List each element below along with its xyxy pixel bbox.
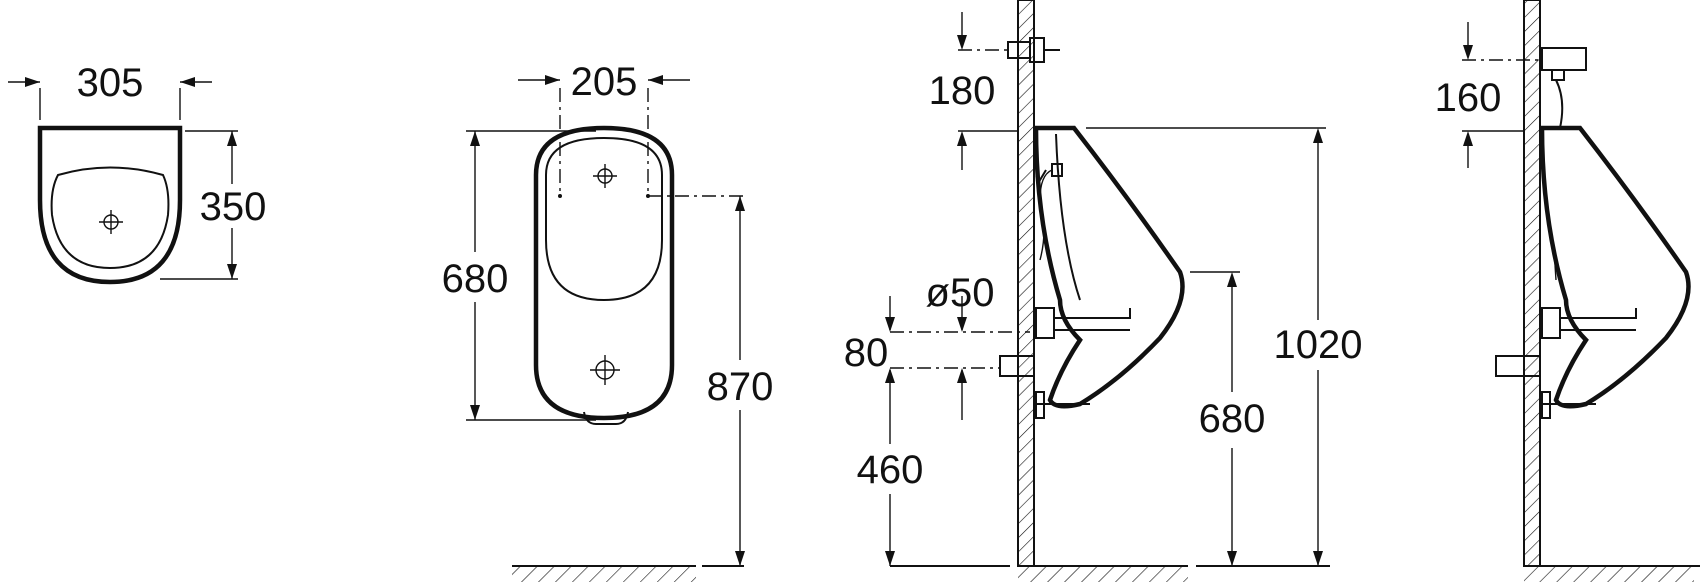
wall-hatch-icon (1017, 0, 1035, 567)
side-a-outlet-span-label: 80 (844, 331, 889, 375)
side-a-outlet-diameter-label: ø50 (926, 271, 995, 315)
arrowhead-icon (1463, 131, 1473, 146)
arrowhead-icon (957, 317, 967, 332)
top-view-outline (37, 125, 183, 285)
top-view-depth-label: 350 (200, 185, 267, 229)
side-a-top-height-label: 1020 (1274, 323, 1363, 367)
top-view-bowl (50, 166, 170, 270)
arrowhead-icon (1313, 551, 1323, 566)
floor-hatch-icon (512, 566, 696, 582)
wall-hatch-icon (1523, 0, 1541, 567)
arrowhead-icon (470, 405, 480, 420)
side-view-a: 180 ø50 80 460 680 1020 (844, 0, 1363, 582)
side-a-outlet-height-label: 460 (857, 448, 924, 492)
front-view-bowl (545, 136, 663, 302)
side-a-rim-height-label: 680 (1199, 397, 1266, 441)
side-view-b: 160 (1435, 0, 1700, 582)
floor-hatch-icon (1018, 566, 1188, 582)
side-b-inlet-offset-label: 160 (1435, 76, 1502, 120)
arrowhead-icon (885, 368, 895, 383)
centre-mark-icon (99, 210, 123, 234)
arrowhead-icon (1463, 45, 1473, 60)
top-view-width-label: 305 (77, 61, 144, 105)
floor-hatch-icon (1524, 566, 1694, 582)
arrowhead-icon (957, 35, 967, 50)
side-a-inlet-offset-label: 180 (929, 69, 996, 113)
front-view-outline (533, 125, 675, 421)
side-view-b-body (1539, 125, 1691, 409)
arrowhead-icon (1313, 128, 1323, 143)
arrowhead-icon (545, 75, 560, 85)
front-view: 205 680 870 (442, 60, 774, 582)
side-view-a-body (1033, 125, 1185, 409)
arrowhead-icon (648, 75, 663, 85)
arrowhead-icon (25, 77, 40, 87)
arrowhead-icon (735, 551, 745, 566)
arrowhead-icon (957, 131, 967, 146)
arrowhead-icon (1227, 551, 1237, 566)
arrowhead-icon (227, 131, 237, 146)
arrowhead-icon (885, 317, 895, 332)
arrowhead-icon (1227, 272, 1237, 287)
front-view-fixing-height-label: 870 (707, 365, 774, 409)
top-view: 305 350 (8, 61, 267, 285)
arrowhead-icon (470, 131, 480, 146)
arrowhead-icon (180, 77, 195, 87)
arrowhead-icon (885, 551, 895, 566)
arrowhead-icon (957, 368, 967, 383)
arrowhead-icon (735, 196, 745, 211)
centre-mark-icon (593, 164, 617, 188)
front-view-spacing-label: 205 (571, 60, 638, 104)
front-view-height-label: 680 (442, 257, 509, 301)
front-view-outlet (583, 411, 629, 425)
arrowhead-icon (227, 264, 237, 279)
centre-mark-icon (590, 355, 620, 385)
